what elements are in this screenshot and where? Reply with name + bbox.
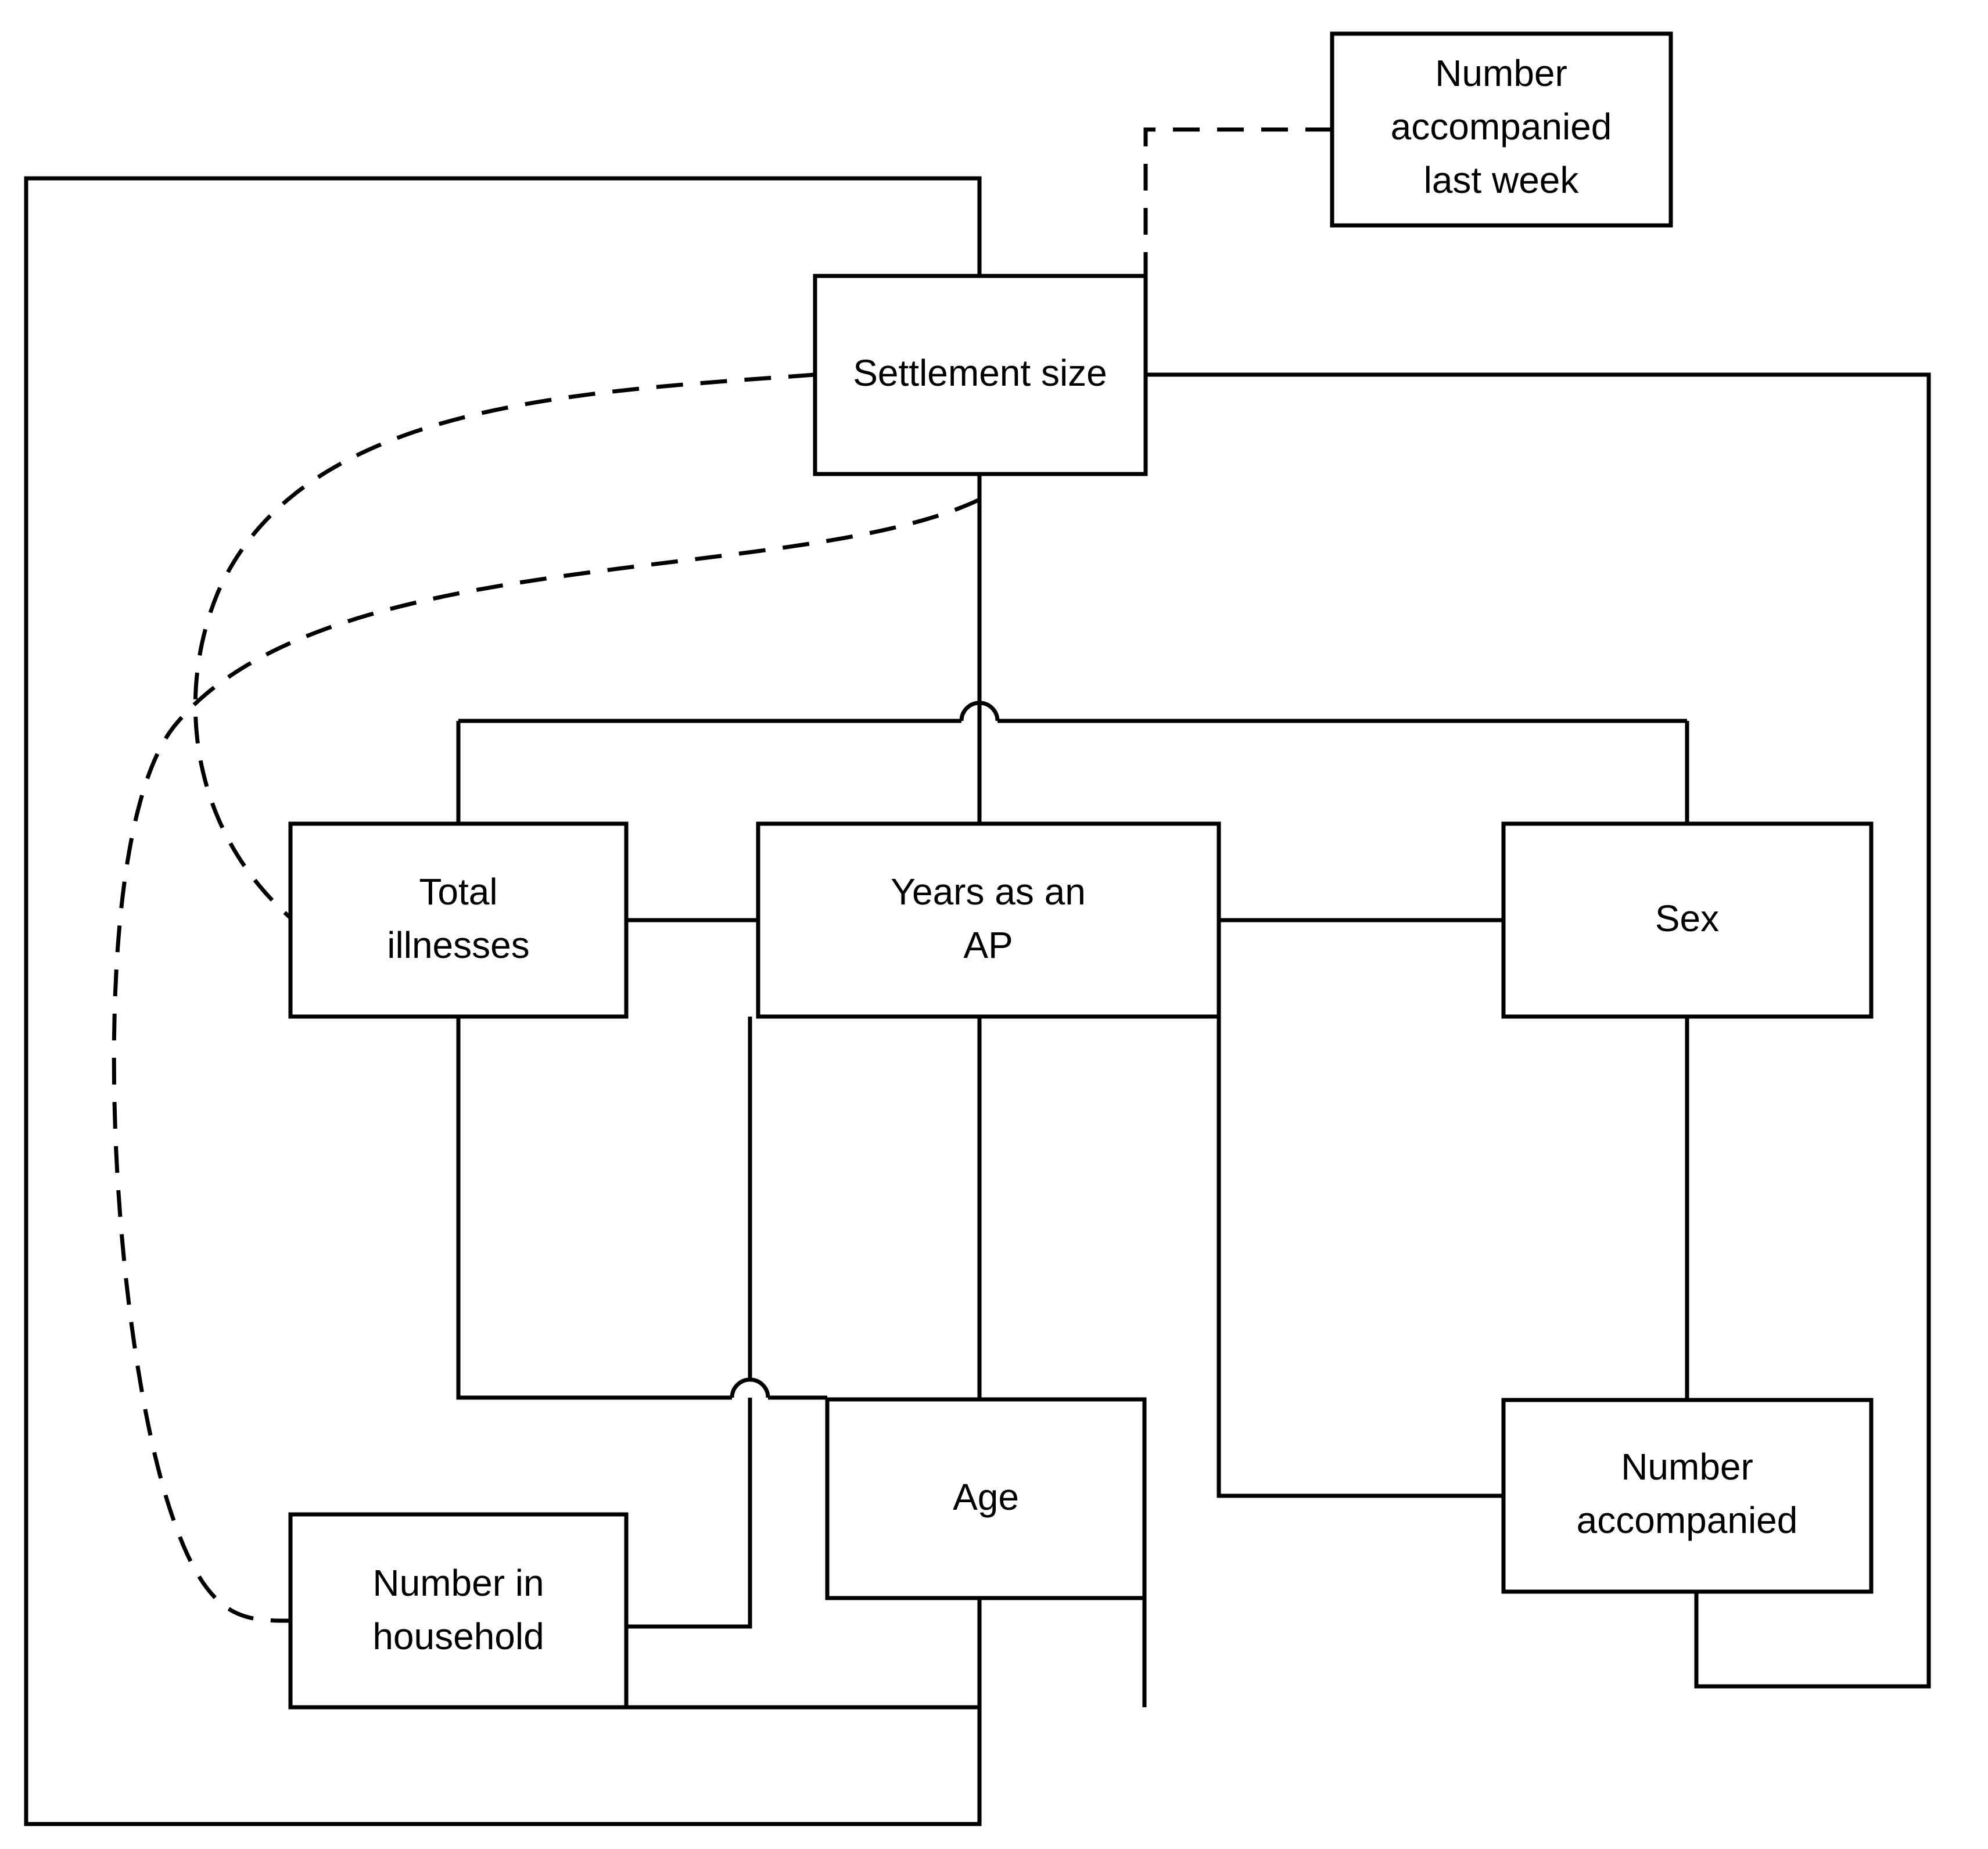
node-box-years-as-an-ap[interactable] xyxy=(756,821,1221,1019)
node-label-settlement-size: Settlement size xyxy=(853,352,1107,394)
node-box-sex[interactable] xyxy=(1501,821,1874,1019)
node-label-total-illnesses-line1: Total xyxy=(419,871,497,913)
node-label-years-as-an-ap-line1: Years as an xyxy=(891,871,1086,913)
node-label-number-accompanied-last-week-line3: last week xyxy=(1424,159,1580,201)
edge-naclw-to-settlement-dashed xyxy=(1143,127,1332,276)
node-number-in-household[interactable]: Number in household xyxy=(288,1512,629,1710)
node-label-age: Age xyxy=(953,1476,1019,1518)
edge-illnesses-down-to-bus xyxy=(456,1017,732,1400)
node-box-settlement-size[interactable] xyxy=(813,274,1148,476)
node-box-age[interactable] xyxy=(825,1397,1147,1600)
node-label-number-in-household-line1: Number in xyxy=(372,1562,544,1604)
edge-ap-down-to-household xyxy=(626,1398,752,1629)
node-box-total-illnesses[interactable] xyxy=(288,821,629,1019)
edge-settlement-to-illnesses-dashed xyxy=(193,372,816,920)
hop-arc-lower xyxy=(730,1377,770,1398)
hop-arc-upper xyxy=(959,701,1000,721)
node-label-total-illnesses-line2: illnesses xyxy=(387,924,529,966)
node-label-number-accompanied-line1: Number xyxy=(1621,1446,1753,1488)
edge-settlement-right-loop xyxy=(1146,372,1931,1689)
node-label-number-in-household-line2: household xyxy=(372,1615,544,1657)
node-label-number-accompanied-last-week-line1: Number xyxy=(1435,52,1567,94)
node-box-number-accompanied[interactable] xyxy=(1501,1398,1874,1594)
node-settlement-size[interactable]: Settlement size xyxy=(813,274,1148,476)
node-age[interactable]: Age xyxy=(825,1397,1147,1600)
node-label-sex: Sex xyxy=(1655,897,1719,939)
node-box-number-in-household[interactable] xyxy=(288,1512,629,1710)
edge-ap-to-number-accompanied xyxy=(1217,1017,1503,1498)
edge-settlement-to-household-dashed xyxy=(112,497,981,1623)
node-number-accompanied-last-week[interactable]: Number accompanied last week xyxy=(1330,31,1673,228)
node-label-number-accompanied-line2: accompanied xyxy=(1577,1499,1798,1541)
node-label-years-as-an-ap-line2: AP xyxy=(963,924,1013,966)
node-total-illnesses[interactable]: Total illnesses xyxy=(288,821,629,1019)
node-label-number-accompanied-last-week-line2: accompanied xyxy=(1391,106,1612,148)
node-number-accompanied[interactable]: Number accompanied xyxy=(1501,1398,1874,1594)
node-box-number-accompanied-last-week[interactable] xyxy=(1330,31,1673,228)
node-sex[interactable]: Sex xyxy=(1501,821,1874,1019)
node-years-as-an-ap[interactable]: Years as an AP xyxy=(756,821,1221,1019)
